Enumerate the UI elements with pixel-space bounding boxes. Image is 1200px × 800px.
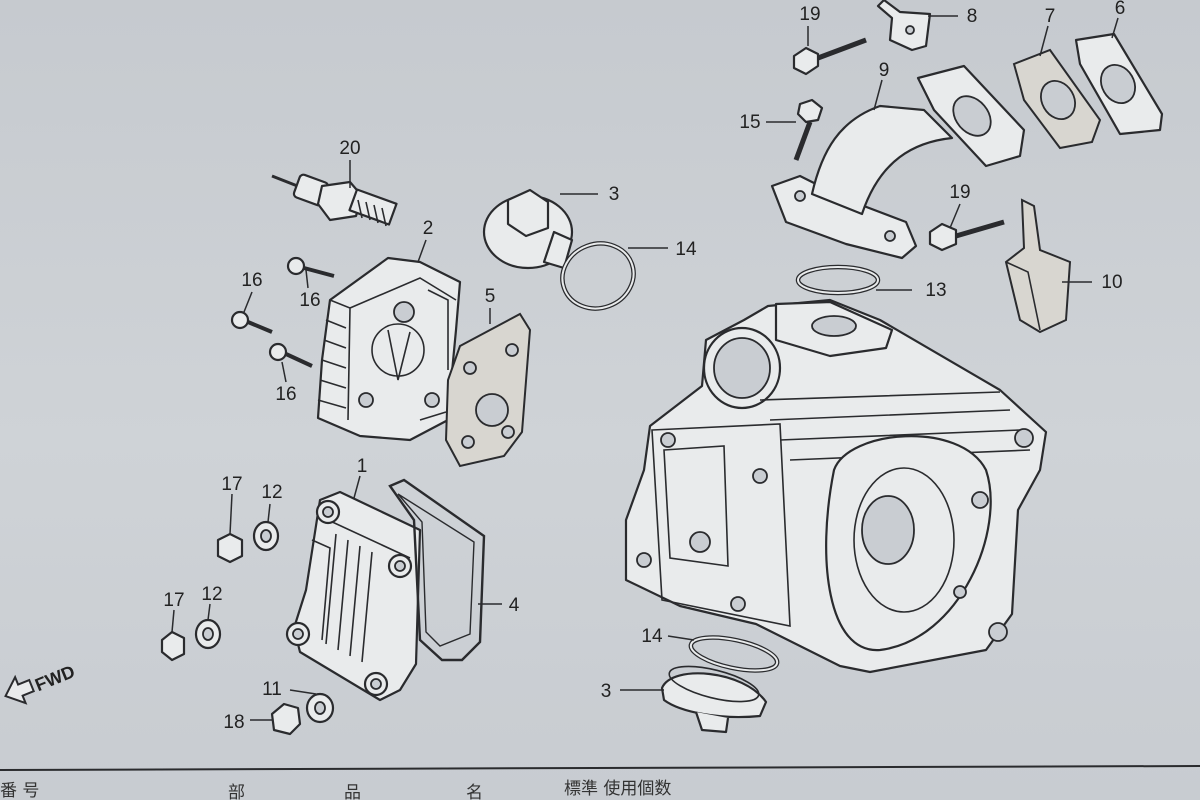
gasket-4 bbox=[388, 478, 486, 662]
callout-19: 19 bbox=[799, 4, 820, 25]
gasket-7 bbox=[1012, 48, 1102, 150]
callout-18: 18 bbox=[223, 712, 244, 733]
callout-17: 17 bbox=[163, 590, 184, 611]
fwd-direction-marker: FWD bbox=[4, 661, 78, 705]
header-part-number: 番 号 bbox=[0, 781, 39, 800]
callout-19: 19 bbox=[949, 182, 970, 203]
head-cover-1 bbox=[285, 490, 422, 702]
callout-16: 16 bbox=[241, 270, 262, 291]
callout-16: 16 bbox=[299, 290, 320, 311]
callout-12: 12 bbox=[201, 584, 222, 605]
insulator-6 bbox=[1074, 32, 1164, 136]
bolt-19-top bbox=[792, 37, 867, 76]
callout-5: 5 bbox=[485, 286, 496, 307]
cylinder-head bbox=[624, 298, 1048, 674]
callout-4: 4 bbox=[509, 595, 520, 616]
callout-11: 11 bbox=[262, 679, 282, 700]
callout-17: 17 bbox=[221, 474, 242, 495]
leader-lines bbox=[171, 15, 1119, 721]
callout-12: 12 bbox=[261, 482, 282, 503]
bolt-15 bbox=[793, 98, 824, 161]
callout-1: 1 bbox=[357, 456, 368, 477]
header-part-name-2: 品 bbox=[344, 783, 361, 800]
callout-15: 15 bbox=[739, 112, 760, 133]
nut-17-lower bbox=[160, 630, 186, 662]
filler-cap-top bbox=[482, 188, 574, 270]
intake-pipe-9 bbox=[770, 64, 1026, 260]
header-quantity: 標準 使用個数 bbox=[564, 778, 671, 799]
header-part-name-1: 部 bbox=[228, 783, 245, 800]
cap-nut-18 bbox=[270, 702, 302, 736]
callout-numbers: 20 2 16 16 16 5 3 14 19 8 7 6 9 15 19 10… bbox=[163, 0, 1125, 733]
gasket-5 bbox=[444, 312, 532, 468]
o-ring-14-top bbox=[560, 241, 636, 311]
callout-13: 13 bbox=[925, 280, 946, 301]
callout-14: 14 bbox=[675, 239, 697, 260]
bracket-8 bbox=[876, 0, 932, 52]
o-ring-14-bottom bbox=[688, 635, 780, 673]
callout-3: 3 bbox=[601, 681, 612, 702]
bolt-19-right bbox=[928, 219, 1005, 252]
spark-plug bbox=[271, 173, 398, 227]
o-ring-13 bbox=[795, 264, 881, 296]
callout-14: 14 bbox=[641, 626, 663, 647]
fwd-label: FWD bbox=[32, 661, 77, 695]
clamp-10 bbox=[1004, 198, 1072, 334]
washer-12-lower bbox=[194, 618, 222, 650]
callout-3: 3 bbox=[609, 184, 620, 205]
nut-17-upper bbox=[216, 532, 244, 564]
callout-7: 7 bbox=[1045, 6, 1056, 27]
callout-10: 10 bbox=[1101, 272, 1122, 293]
camshaft-holder bbox=[316, 256, 462, 442]
callout-8: 8 bbox=[967, 6, 978, 27]
callout-9: 9 bbox=[879, 60, 890, 81]
bolts-16 bbox=[230, 256, 335, 368]
callout-20: 20 bbox=[339, 138, 360, 159]
parts-table-header: 番 号 部 品 名 標準 使用個数 bbox=[0, 765, 1200, 800]
callout-2: 2 bbox=[423, 218, 434, 239]
callout-6: 6 bbox=[1115, 0, 1126, 19]
header-part-name-3: 名 bbox=[466, 783, 483, 800]
filler-cap-bottom bbox=[660, 665, 768, 734]
washer-11 bbox=[305, 692, 335, 724]
callout-16: 16 bbox=[275, 384, 296, 405]
washer-12-upper bbox=[252, 520, 280, 552]
